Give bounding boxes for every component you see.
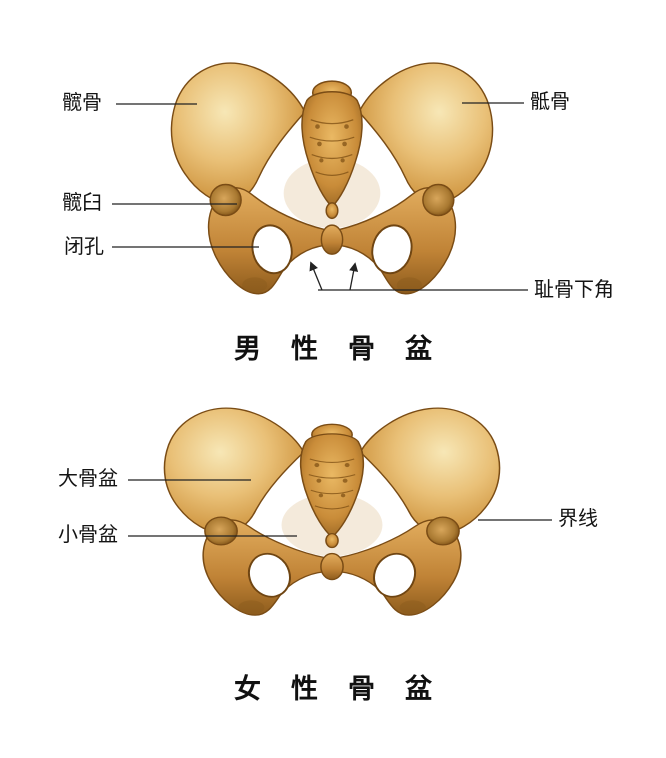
female-pelvis-illustration — [154, 386, 510, 650]
label-acetabulum: 髋臼 — [62, 192, 102, 214]
label-subpubic-angle: 耻骨下角 — [534, 279, 614, 301]
female-diagram-title: 女性骨盆 — [234, 674, 462, 704]
label-lesser-pelvis: 小骨盆 — [58, 524, 118, 546]
label-sacrum: 骶骨 — [530, 91, 570, 113]
male-diagram-title: 男性骨盆 — [234, 334, 462, 364]
male-pelvis-illustration — [158, 50, 506, 321]
label-greater-pelvis: 大骨盆 — [58, 468, 118, 490]
label-hip-bone: 髋骨 — [62, 92, 102, 114]
label-terminal-line: 界线 — [558, 508, 598, 530]
label-obturator-foramen: 闭孔 — [64, 236, 104, 258]
